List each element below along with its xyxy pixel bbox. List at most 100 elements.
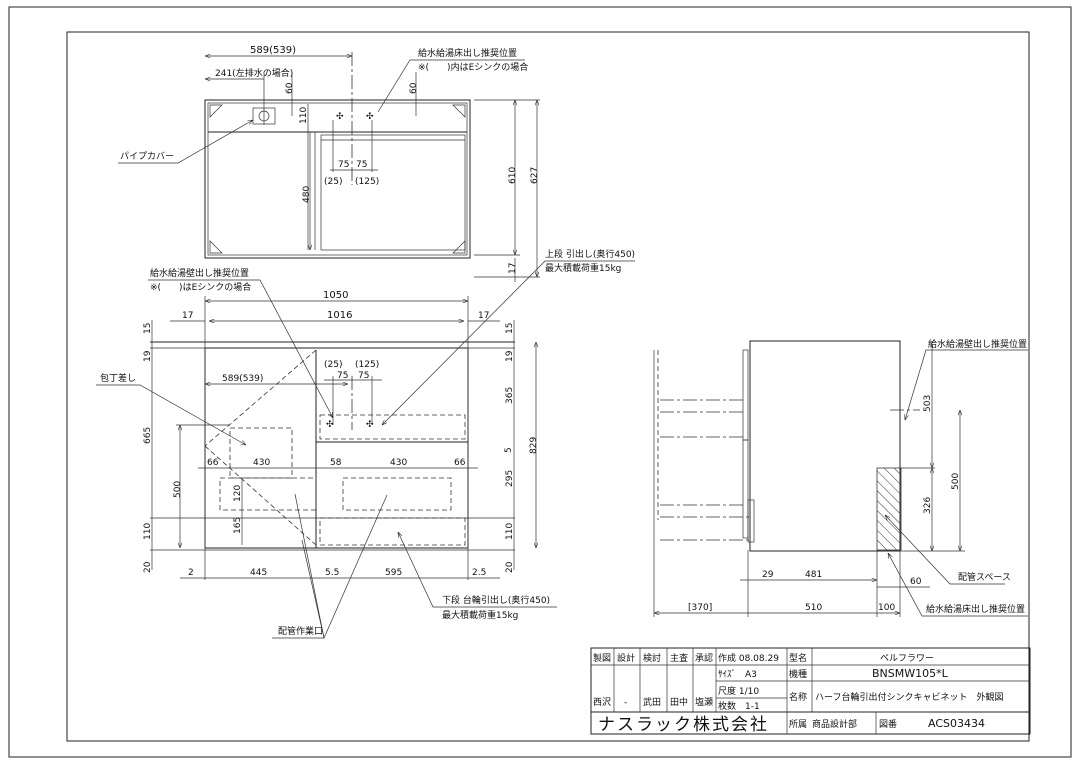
- dim-label: 5: [504, 447, 514, 453]
- header-chief: 主査: [670, 652, 688, 664]
- stamp-approve: 塩瀬: [695, 696, 713, 708]
- dim-label: 1050: [323, 290, 348, 301]
- dim-label: 75: [338, 160, 349, 170]
- top-view: ✣ ✣ 589(539) 241(左排水の場合) 60 60 110 480 7…: [118, 45, 540, 282]
- dim-label: 75: [358, 371, 369, 381]
- dim-label: 481: [805, 570, 822, 580]
- dim-label: 60: [285, 82, 295, 94]
- supply-mark-icon: ✣: [366, 112, 374, 122]
- dim-label: 66: [207, 458, 219, 468]
- dim-label: 241(左排水の場合): [215, 67, 293, 79]
- dim-label: 17: [478, 311, 489, 321]
- inner-frame: [66, 31, 1030, 742]
- dim-label: 510: [805, 603, 822, 613]
- value-drawing-no: ACS03434: [928, 717, 985, 730]
- dim-label: [370]: [688, 603, 712, 613]
- note-upper-drawer-load: 最大積載荷重15kg: [545, 262, 621, 274]
- label-pipe-cover: パイプカバー: [120, 151, 174, 162]
- dim-label: 19: [505, 350, 515, 362]
- note-lower-drawer: 下段 台輪引出し(奥行450): [442, 594, 550, 606]
- dim-label: 19: [143, 350, 153, 362]
- dim-label: 100: [878, 603, 895, 613]
- outer-frame: [8, 6, 1072, 758]
- label-name: 名称: [789, 691, 807, 703]
- created-date: 作成 08.08.29: [718, 652, 779, 664]
- dim-label: 20: [143, 561, 153, 573]
- scale: 尺度 1/10: [718, 685, 759, 697]
- dim-label: 500: [173, 481, 183, 498]
- note-upper-drawer: 上段 引出し(奥行450): [545, 248, 635, 260]
- paper-size: ｻｲｽﾞ A3: [718, 669, 757, 680]
- dim-label: 75: [356, 160, 367, 170]
- company-name: ナスラック株式会社: [598, 715, 769, 735]
- dim-label: 430: [253, 458, 270, 468]
- dim-label: 120: [233, 485, 243, 502]
- pipe-space-hatch: [876, 467, 902, 551]
- dim-label: 295: [505, 470, 515, 487]
- value-dept: 商品設計部: [812, 718, 857, 730]
- dim-label: 445: [250, 568, 267, 578]
- stamp-drawn: 西沢: [593, 696, 611, 708]
- header-check: 検討: [643, 652, 661, 664]
- dim-label: 589(539): [222, 374, 263, 384]
- dim-label: 1016: [327, 310, 352, 321]
- dim-label: (125): [355, 360, 379, 370]
- dim-label: 595: [385, 568, 402, 578]
- dim-label: 627: [530, 167, 540, 184]
- dim-label: 66: [454, 458, 466, 468]
- title-block: 製図 設計 検討 主査 承認 作成 08.08.29 ｻｲｽﾞ A3 尺度 1/…: [590, 647, 1031, 735]
- value-type: BNSMW105*L: [872, 667, 949, 680]
- dim-label: 110: [299, 107, 309, 124]
- label-dept: 所属: [789, 719, 807, 730]
- dim-label: 326: [923, 497, 933, 514]
- label-drawing-no: 図番: [879, 718, 897, 730]
- dim-label: 503: [923, 395, 933, 412]
- dim-label: 60: [409, 82, 419, 94]
- value-name: ハーフ台輪引出付シンクキャビネット 外観図: [815, 691, 1003, 703]
- dim-label: 2: [188, 568, 194, 578]
- dim-label: 17: [508, 263, 518, 274]
- header-design: 設計: [617, 652, 635, 664]
- dim-label: 60: [910, 577, 922, 587]
- dim-label: 17: [182, 311, 193, 321]
- supply-mark-icon: ✣: [326, 420, 334, 430]
- supply-mark-icon: ✣: [336, 112, 344, 122]
- dim-label: 829: [529, 437, 539, 454]
- stamp-design: -: [624, 698, 627, 708]
- dim-label: (25): [324, 360, 342, 370]
- dim-label: (25): [324, 177, 342, 187]
- dim-label: 480: [302, 186, 312, 203]
- note-e-sink: ※( )はEシンクの場合: [150, 281, 251, 293]
- label-pipe-access: 配管作業口: [278, 625, 323, 637]
- dim-label: 15: [143, 323, 153, 334]
- header-approve: 承認: [695, 652, 713, 664]
- dim-label: 15: [505, 323, 515, 334]
- dim-label: 75: [337, 371, 348, 381]
- note-wall-supply: 給水給湯壁出し推奨位置: [150, 267, 249, 279]
- dim-label: (125): [355, 177, 379, 187]
- dim-label: 665: [143, 427, 153, 444]
- note-floor-supply: 給水給湯床出し推奨位置: [926, 603, 1025, 615]
- dim-label: 20: [505, 561, 515, 573]
- stamp-check: 武田: [643, 696, 661, 708]
- dim-label: 589(539): [250, 45, 296, 56]
- dim-label: 58: [330, 458, 342, 468]
- sheet-count: 枚数 1-1: [718, 700, 760, 712]
- dim-label: 29: [762, 570, 774, 580]
- label-knife-holder: 包丁差し: [100, 372, 136, 384]
- note-floor-supply: 給水給湯床出し推奨位置: [418, 47, 517, 59]
- dim-label: 5.5: [325, 568, 339, 578]
- dim-label: 365: [505, 387, 515, 404]
- dim-label: 165: [233, 517, 243, 534]
- side-view: 503 326 500 29 481 60 [370] 510 100 給水給湯…: [653, 338, 1028, 617]
- supply-mark-icon: ✣: [366, 420, 374, 430]
- dim-label: 110: [143, 523, 153, 540]
- dim-label: 610: [508, 167, 518, 184]
- front-view: ✣ ✣ 1050 1016 17 17 15 19 665 110 20 500…: [96, 248, 635, 639]
- label-type: 機種: [789, 668, 807, 680]
- label-pipe-space: 配管スペース: [958, 571, 1011, 583]
- dim-label: 500: [951, 473, 961, 490]
- label-model: 型名: [789, 652, 807, 664]
- value-model: ベルフラワー: [880, 653, 934, 664]
